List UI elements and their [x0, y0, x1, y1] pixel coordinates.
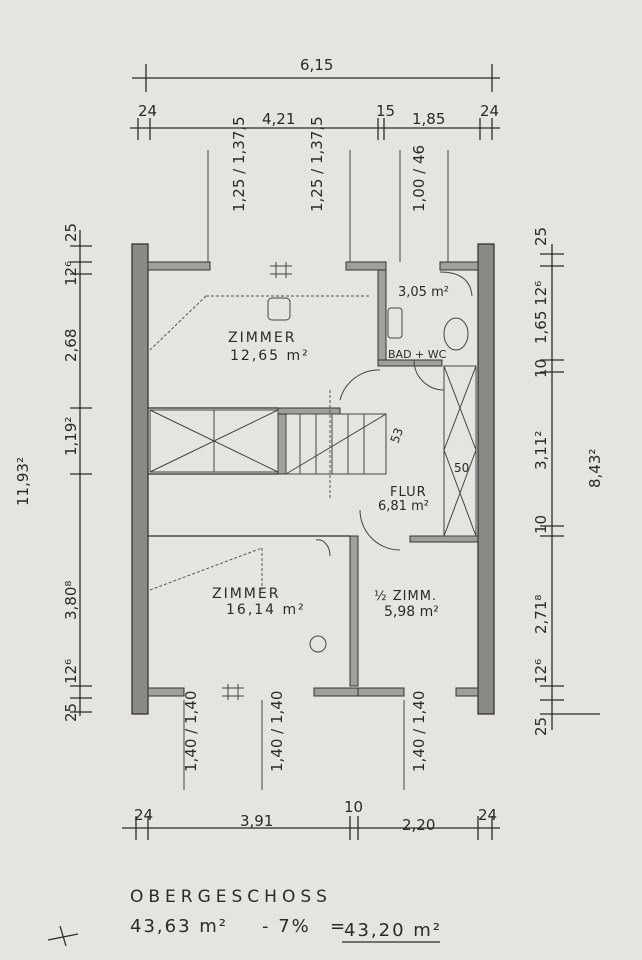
area-gross: 43,63 m²: [130, 916, 228, 937]
area-minus: - 7%: [262, 916, 311, 937]
room-bad-wc-area: 3,05 m²: [398, 285, 449, 300]
room-half-zimmer: ½ ZIMM. 5,98 m²: [374, 589, 439, 620]
top-overall-label: 6,15: [300, 56, 333, 74]
room-bad-wc-name: BAD + WC: [388, 348, 447, 361]
interior-walls: [148, 269, 479, 687]
stair-width-label: 50: [454, 461, 469, 475]
outer-walls: [131, 243, 495, 715]
window-top-labels: 1,25 / 1,37,5 1,25 / 1,37,5 1,00 / 46: [207, 116, 449, 262]
window-marks: [222, 262, 292, 700]
room-flur-area: 6,81 m²: [378, 499, 429, 514]
left-seg-6: 12⁶: [62, 659, 80, 684]
room-half-zimmer-name: ½ ZIMM.: [374, 589, 437, 604]
left-seg-4: 1,19²: [62, 417, 80, 456]
right-seg-7: 12⁶: [532, 659, 550, 684]
right-seg-3: 10: [532, 359, 550, 378]
doors: [315, 359, 445, 557]
bottom-seg-3: 10: [344, 798, 363, 816]
right-seg-2: 1,65 12⁶: [532, 281, 550, 344]
room-half-zimmer-area: 5,98 m²: [384, 604, 439, 620]
top-seg-4: 1,85: [412, 110, 445, 128]
right-seg-8: 25: [532, 717, 550, 736]
left-seg-2: 12⁶: [62, 261, 80, 286]
room-zimmer-1: ZIMMER 12,65 m²: [228, 330, 310, 364]
room-zimmer-2-name: ZIMMER: [212, 586, 280, 602]
window-bottom-3: 1,40 / 1,40: [410, 691, 428, 772]
bottom-dimension-chain: 24 3,91 10 2,20 24: [122, 798, 500, 840]
left-seg-1: 25: [62, 223, 80, 242]
cabinets: [149, 365, 477, 537]
area-net: 43,20 m²: [344, 920, 442, 941]
room-zimmer-2-area: 16,14 m²: [226, 602, 306, 618]
right-seg-1: 25: [532, 227, 550, 246]
room-flur-name: FLUR: [390, 485, 427, 500]
window-top-1: 1,25 / 1,37,5: [230, 116, 248, 212]
bottom-seg-2: 3,91: [240, 812, 273, 830]
right-seg-5: 10: [532, 515, 550, 534]
roof-slope-lines: [149, 295, 370, 591]
window-bottom-1: 1,40 / 1,40: [182, 691, 200, 772]
window-bottom-2: 1,40 / 1,40: [268, 691, 286, 772]
window-top-2: 1,25 / 1,37,5: [308, 116, 326, 212]
left-dimension-chain: 25 12⁶ 2,68 1,19² 3,80⁸ 12⁶ 25 11,93²: [14, 223, 92, 722]
left-seg-5: 3,80⁸: [62, 581, 80, 620]
room-zimmer-2: ZIMMER 16,14 m²: [212, 586, 306, 618]
right-seg-6: 2,71⁸: [532, 595, 550, 634]
bathroom-fixtures: [267, 271, 473, 653]
room-bad-wc: 3,05 m² BAD + WC: [388, 285, 449, 361]
top-seg-1: 24: [138, 102, 157, 120]
left-seg-7: 25: [62, 703, 80, 722]
stair-step-label: 53: [388, 426, 406, 445]
floor-title: OBERGESCHOSS: [130, 887, 332, 907]
window-top-3: 1,00 / 46: [410, 145, 428, 212]
top-seg-5: 24: [480, 102, 499, 120]
window-bottom-labels: 1,40 / 1,40 1,40 / 1,40 1,40 / 1,40: [182, 691, 428, 790]
room-flur: FLUR 6,81 m²: [378, 485, 429, 514]
right-seg-4: 3,11²: [532, 431, 550, 470]
room-zimmer-1-area: 12,65 m²: [230, 348, 310, 364]
top-dimension-chain: 24 4,21 15 1,85 24: [130, 102, 500, 140]
area-equals: =: [330, 916, 347, 937]
right-dimension-chain: 25 1,65 12⁶ 10 3,11² 10 2,71⁸ 12⁶ 25 8,4…: [532, 227, 604, 736]
left-seg-3: 2,68: [62, 329, 80, 362]
top-dimension-overall: 6,15: [132, 56, 500, 92]
room-zimmer-1-name: ZIMMER: [228, 330, 296, 346]
staircase: [285, 390, 387, 500]
top-seg-2: 4,21: [262, 110, 295, 128]
bottom-seg-4: 2,20: [402, 816, 435, 834]
bottom-seg-1: 24: [134, 806, 153, 824]
left-overall-label: 11,93²: [14, 457, 32, 506]
bottom-seg-5: 24: [478, 806, 497, 824]
area-formula: 43,63 m² - 7% = 43,20 m²: [47, 916, 442, 947]
top-seg-3: 15: [376, 102, 395, 120]
right-overall-label: 8,43²: [586, 449, 604, 488]
